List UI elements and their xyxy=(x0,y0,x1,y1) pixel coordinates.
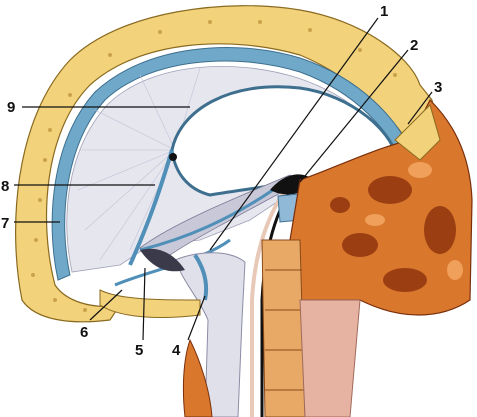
cervical-vertebrae xyxy=(261,239,306,417)
leader-5 xyxy=(142,267,146,341)
leader-2 xyxy=(299,49,409,183)
cerebellar-notch xyxy=(140,248,185,272)
callout-2: 2 xyxy=(410,37,418,54)
leader-lines xyxy=(14,17,433,341)
facial-bone-texture xyxy=(330,176,456,292)
occipital-bone xyxy=(99,289,201,318)
neck-soft-tissue xyxy=(299,299,361,417)
leader-4 xyxy=(187,295,206,341)
leader-6 xyxy=(89,289,123,321)
callout-6: 6 xyxy=(80,324,88,341)
posterior-neck-tissue xyxy=(182,338,213,417)
frontal-bone-lower xyxy=(394,104,441,161)
callout-numbers: 1 2 3 4 5 6 7 8 9 xyxy=(1,3,442,359)
leader-3 xyxy=(407,91,433,125)
callout-5: 5 xyxy=(135,342,143,359)
brainstem xyxy=(174,252,246,417)
callout-7: 7 xyxy=(1,215,9,232)
facial-bone-highlights xyxy=(365,162,463,280)
great-cerebral-vein-dot xyxy=(169,153,177,161)
callout-4: 4 xyxy=(172,342,181,359)
callout-1: 1 xyxy=(380,3,388,20)
callout-8: 8 xyxy=(1,178,9,195)
leader-1 xyxy=(209,17,379,251)
straight-sinus xyxy=(139,176,291,252)
inferior-sagittal-sinus xyxy=(128,149,174,266)
skull-bone-texture xyxy=(31,20,397,312)
falx-cerebelli xyxy=(193,253,209,301)
vertebra-segments xyxy=(265,269,305,391)
callout-3: 3 xyxy=(434,79,442,96)
callout-9: 9 xyxy=(7,99,15,116)
